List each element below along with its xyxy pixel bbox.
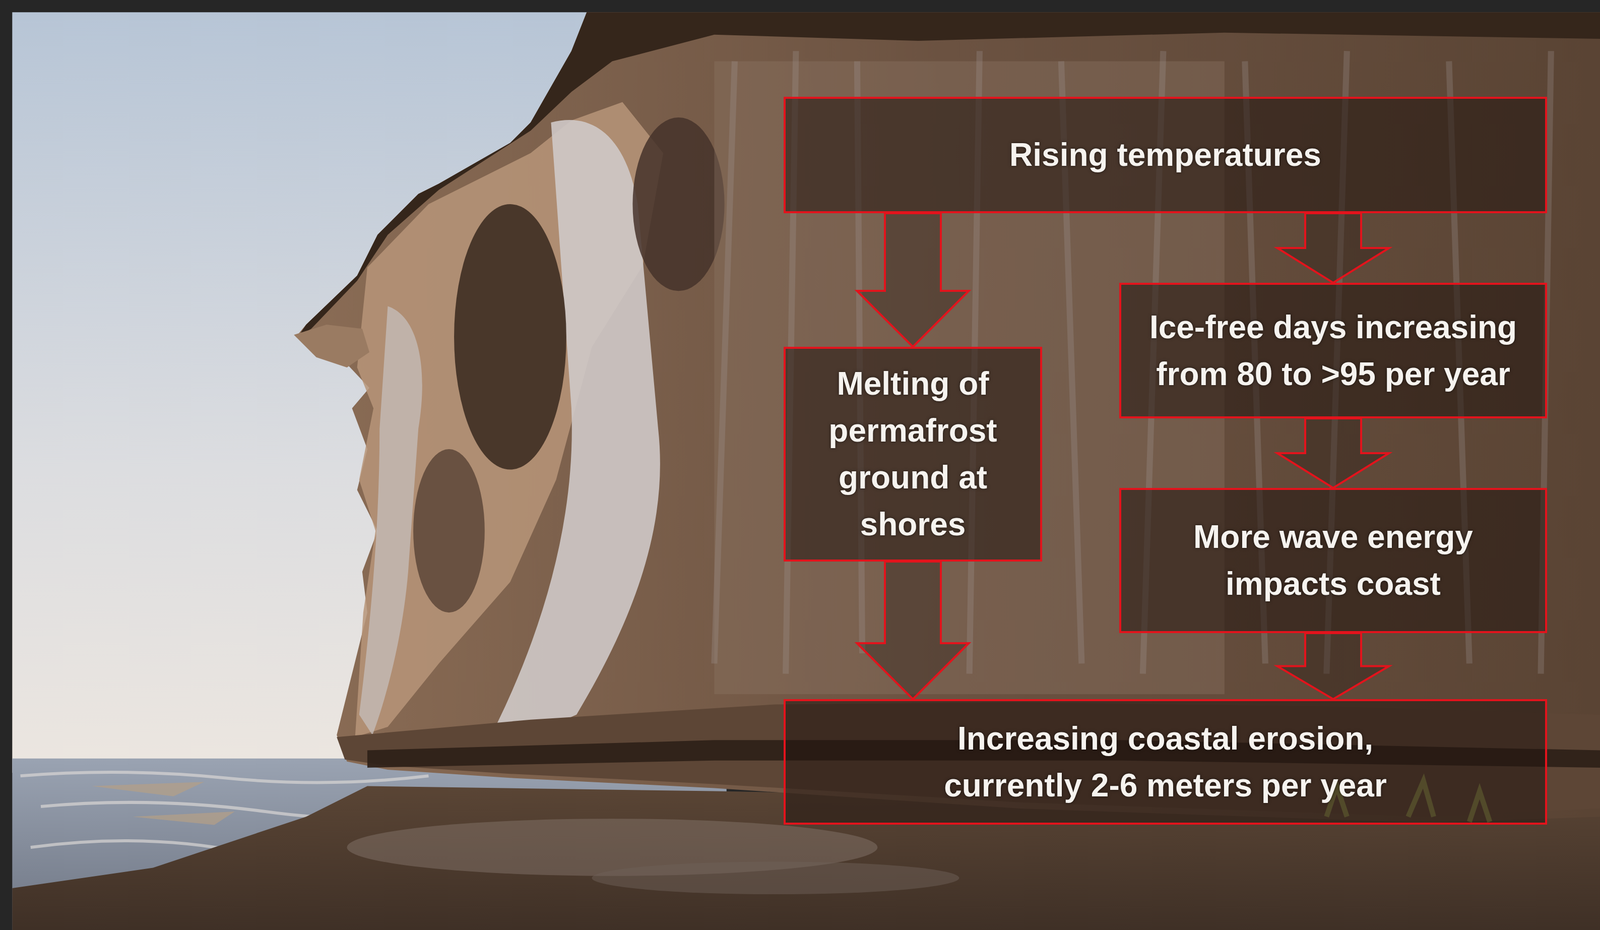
wet-sand-reflection — [591, 861, 959, 894]
wave-crest — [91, 781, 235, 825]
box-text: Rising temperatures — [1009, 131, 1322, 179]
block-arrow — [857, 561, 970, 699]
block-arrow — [1277, 632, 1390, 699]
ice-streaks — [714, 50, 1551, 674]
cliff-hollow — [413, 449, 485, 613]
block-arrow — [1277, 418, 1390, 488]
box-text: Ice-free days increasing from 80 to >95 … — [1134, 303, 1533, 398]
process-box: Increasing coastal erosion, currently 2-… — [783, 698, 1548, 825]
box-text: Increasing coastal erosion, currently 2-… — [913, 715, 1418, 809]
cliff-hollow — [632, 117, 725, 291]
process-box: Ice-free days increasing from 80 to >95 … — [1119, 282, 1548, 419]
box-text: Melting of permafrost ground at shores — [797, 360, 1030, 548]
box-text: More wave energy impacts coast — [1134, 513, 1533, 608]
ice-wedge — [359, 306, 423, 736]
process-box: Melting of permafrost ground at shores — [783, 346, 1043, 562]
process-box: More wave energy impacts coast — [1119, 487, 1548, 633]
cliff-hollow — [454, 204, 567, 470]
sky — [12, 12, 1600, 773]
process-box: Rising temperatures — [783, 96, 1548, 214]
block-arrow — [857, 213, 970, 347]
overhang-block — [293, 324, 370, 368]
block-arrow — [1277, 213, 1390, 283]
